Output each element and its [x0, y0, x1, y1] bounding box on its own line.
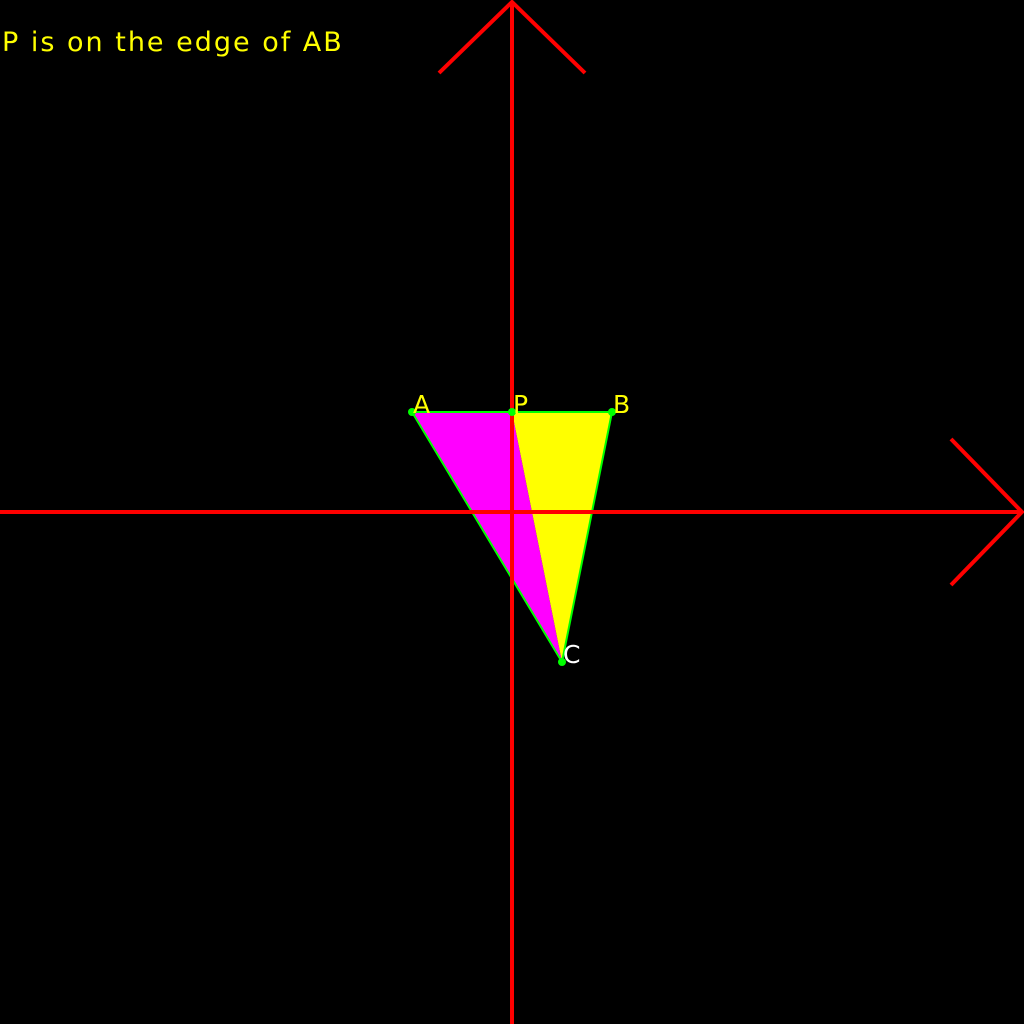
- vertex-points: [408, 408, 616, 666]
- caption: P is on the edge of AB: [2, 27, 344, 58]
- region-pbc: [512, 412, 612, 662]
- y-axis-arrowhead: [437, 0, 587, 75]
- label-c: C: [563, 640, 580, 669]
- vertex-labels: A P B C: [413, 390, 630, 669]
- edge-ca: [411, 411, 563, 663]
- point-p: [508, 408, 516, 416]
- label-b: B: [613, 390, 630, 419]
- point-c: [558, 658, 566, 666]
- point-b: [608, 408, 616, 416]
- edge-bc: [561, 411, 613, 663]
- point-a: [408, 408, 416, 416]
- x-axis-arrowhead: [949, 437, 1024, 587]
- label-p: P: [513, 390, 528, 419]
- label-a: A: [413, 390, 430, 419]
